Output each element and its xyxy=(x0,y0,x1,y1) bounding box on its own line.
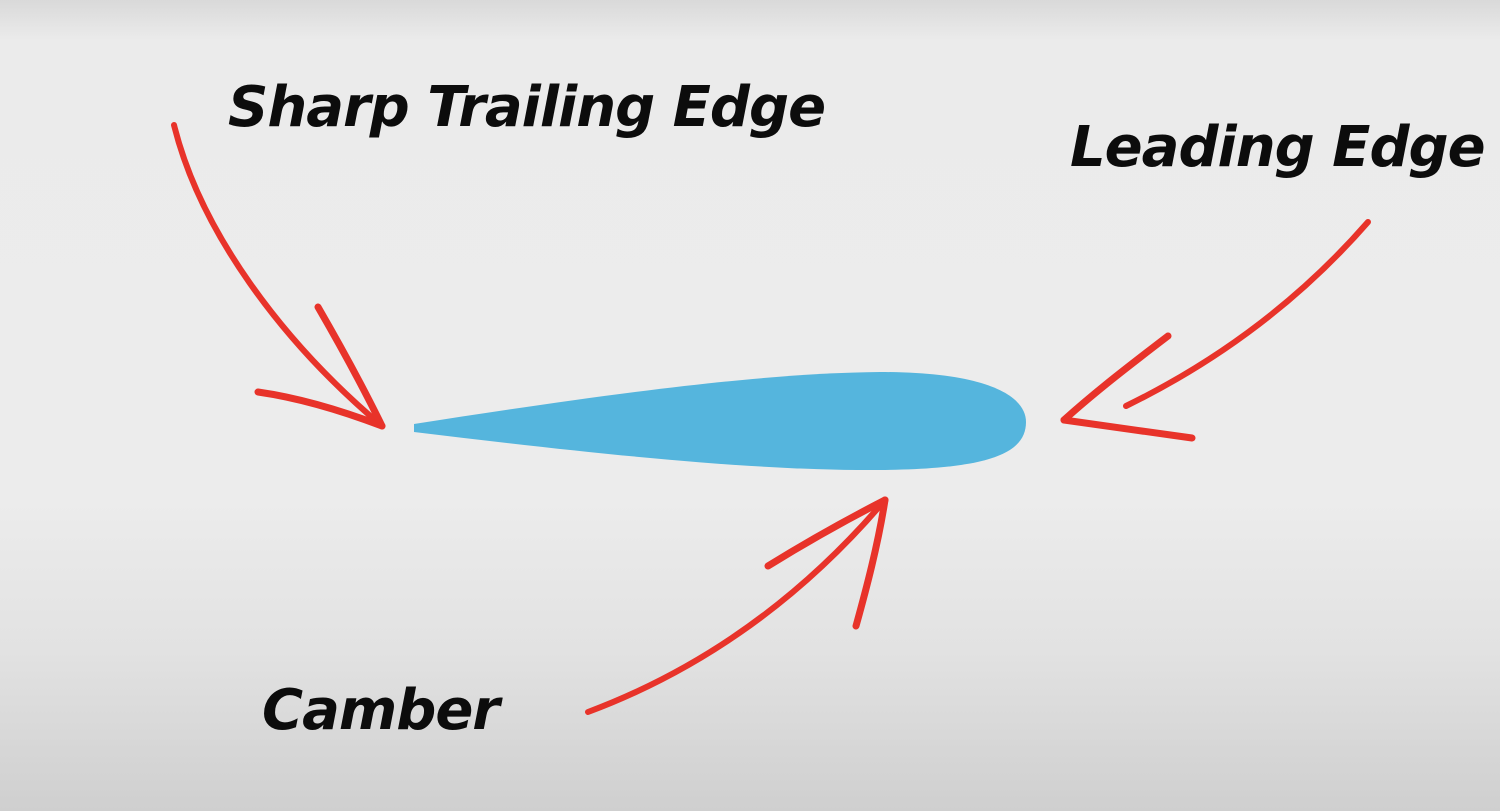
airfoil-shape xyxy=(414,372,1026,470)
trailing-edge-arrow-head-left xyxy=(254,388,386,430)
camber-arrow-head-right xyxy=(852,496,889,630)
leading-edge-arrow xyxy=(1060,219,1371,442)
trailing-edge-arrow-shaft xyxy=(171,122,385,429)
label-camber: Camber xyxy=(262,678,500,743)
camber-arrow xyxy=(585,496,889,715)
leading-edge-arrow-head-upper xyxy=(1060,332,1172,424)
camber-arrow-shaft xyxy=(585,497,888,715)
trailing-edge-arrow xyxy=(171,122,386,430)
camber-arrow-head-left xyxy=(764,496,889,570)
trailing-edge-arrow-head-right xyxy=(314,303,386,430)
leading-edge-arrow-shaft xyxy=(1123,219,1371,409)
label-leading-edge: Leading Edge xyxy=(1070,115,1486,180)
label-sharp-trailing-edge: Sharp Trailing Edge xyxy=(228,75,826,140)
leading-edge-arrow-head-lower xyxy=(1060,416,1196,442)
